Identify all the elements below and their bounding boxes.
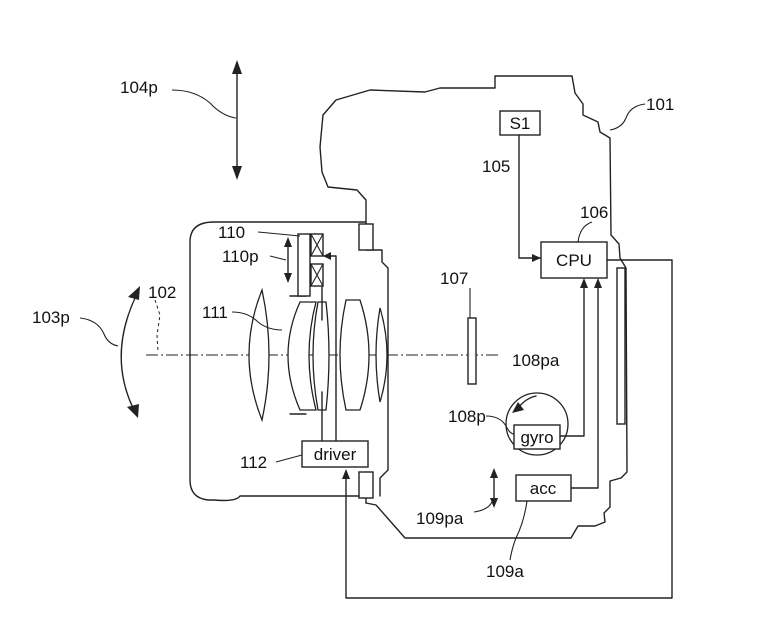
s1-to-cpu-line <box>518 134 541 259</box>
leader-112 <box>275 454 303 463</box>
image-sensor-107 <box>467 317 477 385</box>
gyro-label: gyro <box>520 428 553 447</box>
shift-lens-holder <box>297 233 311 297</box>
driver-box <box>301 440 369 468</box>
pitch-arrow-104p <box>232 60 242 180</box>
leader-108p <box>485 415 515 435</box>
label-108pa: 108pa <box>512 351 560 370</box>
lens-element-rear-doublet <box>312 301 330 411</box>
s1-switch-box <box>499 110 541 136</box>
gyro-axis-circle-108pa <box>505 392 569 456</box>
acc-box <box>515 474 572 502</box>
gyro-box <box>513 424 561 450</box>
camera-body-outline <box>319 75 628 539</box>
leader-102 <box>154 299 161 353</box>
leader-110p <box>269 255 287 261</box>
leader-109pa <box>473 501 493 513</box>
driver-label: driver <box>314 445 357 464</box>
label-106: 106 <box>580 203 608 222</box>
s1-label: S1 <box>510 114 531 133</box>
label-112: 112 <box>240 453 267 472</box>
leader-106 <box>577 221 593 243</box>
acc-label: acc <box>530 479 557 498</box>
label-104p: 104p <box>120 78 158 97</box>
label-111: 111 <box>202 303 228 322</box>
acc-to-cpu-line <box>570 285 599 489</box>
leader-111 <box>231 311 283 331</box>
label-108p: 108p <box>448 407 486 426</box>
label-110: 110 <box>218 223 245 242</box>
leader-110 <box>257 231 301 237</box>
translation-arrow-109pa <box>490 468 498 508</box>
label-110p: 110p <box>222 247 259 266</box>
rotation-arrow-103p <box>120 286 140 418</box>
label-109pa: 109pa <box>416 509 464 528</box>
lens-element-last <box>375 307 388 403</box>
rear-display <box>616 267 626 425</box>
leader-104p <box>171 89 237 119</box>
label-103p: 103p <box>32 308 70 327</box>
cpu-label: CPU <box>556 251 592 270</box>
label-107: 107 <box>440 269 468 288</box>
shift-arrow-110p <box>284 237 292 283</box>
cpu-to-driver-line <box>345 259 673 599</box>
gyro-to-cpu-line <box>559 285 585 437</box>
label-102: 102 <box>148 283 176 302</box>
lens-element-front <box>248 287 270 423</box>
leader-101 <box>609 103 646 131</box>
lens-element-rear <box>339 299 370 411</box>
mount-contact-top <box>358 223 374 251</box>
lens-element-111 <box>287 301 317 411</box>
mount-contact-bottom <box>358 471 374 499</box>
label-109a: 109a <box>486 562 524 581</box>
leader-109a <box>509 500 528 561</box>
leader-103p <box>79 317 119 347</box>
label-105: 105 <box>482 157 510 176</box>
label-101: 101 <box>646 95 674 114</box>
